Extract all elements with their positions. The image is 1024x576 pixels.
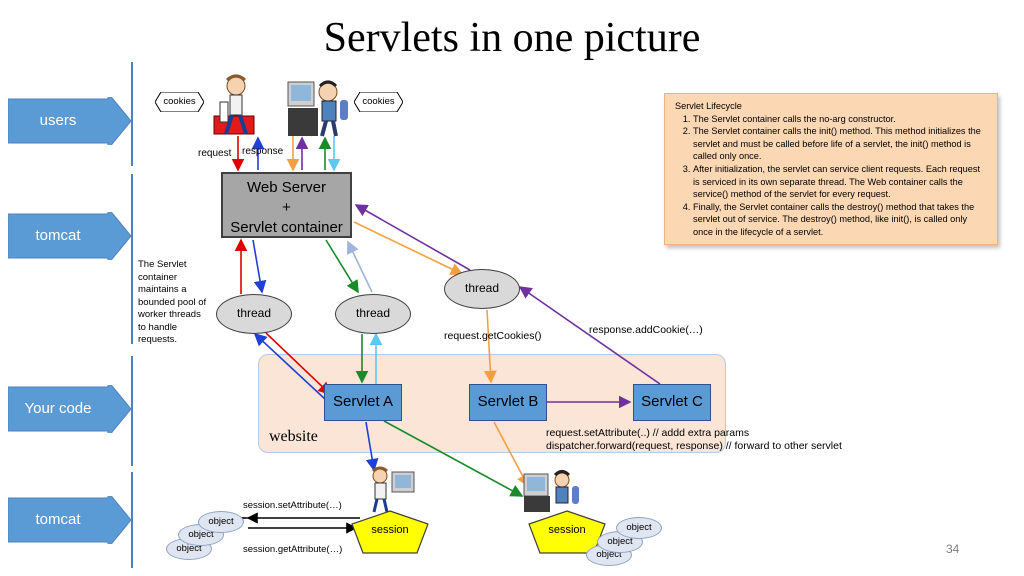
session-figure-left bbox=[362, 466, 420, 519]
cookies-left-label: cookies bbox=[163, 96, 196, 107]
divider-your-code bbox=[131, 356, 133, 466]
tomcat-arrow-top: tomcat bbox=[8, 212, 131, 260]
slide-title: Servlets in one picture bbox=[323, 15, 701, 61]
servlet-lifecycle-box: Servlet Lifecycle The Servlet container … bbox=[664, 93, 998, 245]
cookies-right: cookies bbox=[354, 92, 403, 112]
divider-tomcat-bottom bbox=[131, 472, 133, 568]
user-figure-right bbox=[282, 70, 352, 143]
servlet-c: Servlet C bbox=[633, 384, 711, 421]
thread-3: thread bbox=[444, 269, 520, 309]
lifecycle-item: The Servlet container calls the init() m… bbox=[693, 125, 989, 163]
web-server-line3: Servlet container bbox=[230, 219, 343, 236]
thread-1: thread bbox=[216, 294, 292, 334]
lifecycle-item: The Servlet container calls the no-arg c… bbox=[693, 113, 989, 126]
note-line: bounded pool of bbox=[138, 296, 207, 308]
users-arrow: users bbox=[8, 97, 131, 145]
your-code-arrow: Your code bbox=[8, 385, 131, 433]
object-cloud: object bbox=[198, 511, 244, 533]
users-label: users bbox=[39, 112, 77, 129]
note-line: requests. bbox=[138, 334, 178, 345]
response-label: response bbox=[242, 146, 284, 157]
session-figure-right bbox=[520, 466, 582, 519]
web-server-line1: Web Server bbox=[247, 179, 326, 196]
request-label: request bbox=[198, 148, 232, 159]
lifecycle-heading: Servlet Lifecycle bbox=[675, 101, 742, 111]
forward-note-line1: request.setAttribute(..) // addd extra p… bbox=[546, 427, 750, 439]
lifecycle-item: Finally, the Servlet container calls the… bbox=[693, 201, 989, 239]
tomcat-arrow-bottom: tomcat bbox=[8, 496, 131, 544]
thread-2: thread bbox=[335, 294, 411, 334]
your-code-label: Your code bbox=[24, 400, 92, 417]
divider-users bbox=[131, 62, 133, 166]
thread-pool-note: The Servlet container maintains a bounde… bbox=[138, 259, 206, 347]
lifecycle-list: The Servlet container calls the no-arg c… bbox=[675, 113, 989, 239]
session-set-label: session.setAttribute(…) bbox=[243, 500, 342, 511]
session-left-label: session bbox=[371, 524, 409, 536]
page-number: 34 bbox=[946, 542, 960, 556]
note-line: maintains a bbox=[138, 284, 187, 295]
servlet-a: Servlet A bbox=[324, 384, 402, 421]
lifecycle-item: After initialization, the servlet can se… bbox=[693, 163, 989, 201]
website-label: website bbox=[269, 428, 318, 445]
servlet-b: Servlet B bbox=[469, 384, 547, 421]
session-get-label: session.getAttribute(…) bbox=[243, 544, 343, 555]
session-right-label: session bbox=[548, 524, 586, 536]
get-cookies-label: request.getCookies() bbox=[444, 330, 542, 342]
object-cloud: object bbox=[616, 517, 662, 539]
session-left: session bbox=[351, 510, 429, 554]
cookies-right-label: cookies bbox=[362, 96, 395, 107]
note-line: container bbox=[138, 271, 178, 283]
divider-tomcat bbox=[131, 174, 133, 344]
cookies-left: cookies bbox=[155, 92, 204, 112]
note-line: worker threads bbox=[138, 309, 201, 320]
forward-note-line2: dispatcher.forward(request, response) //… bbox=[546, 440, 842, 452]
add-cookie-label: response.addCookie(…) bbox=[589, 324, 703, 336]
web-server-box: Web Server + Servlet container bbox=[221, 172, 352, 238]
tomcat-label-bottom: tomcat bbox=[35, 511, 81, 528]
note-line: The Servlet bbox=[138, 259, 187, 270]
tomcat-label-top: tomcat bbox=[35, 227, 81, 244]
session-right: session bbox=[528, 510, 606, 554]
note-line: to handle bbox=[138, 321, 178, 333]
user-figure-left bbox=[210, 72, 262, 143]
web-server-line2: + bbox=[282, 199, 291, 216]
